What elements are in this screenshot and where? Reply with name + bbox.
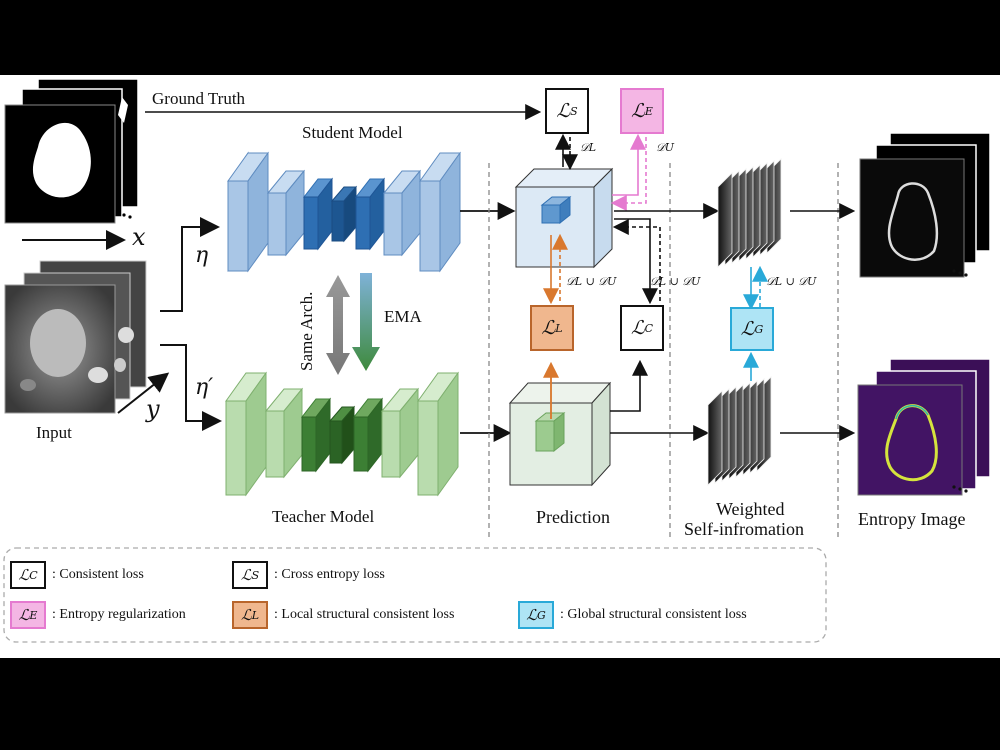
prediction-label: Prediction [536, 507, 610, 527]
tag-du: 𝒟U [656, 141, 675, 154]
legend-cross-entropy-text: : Cross entropy loss [274, 567, 385, 582]
input-label: Input [36, 423, 72, 442]
tag-dl-du-consistent: 𝒟L ∪ 𝒟U [650, 275, 701, 288]
ema-label: EMA [384, 307, 422, 326]
same-arch-arrow [326, 275, 350, 375]
teacher-model-blocks [225, 371, 459, 497]
student-model-blocks [227, 151, 461, 273]
tag-dl-du-global: 𝒟L ∪ 𝒟U [766, 275, 817, 288]
tag-dl-du-local: 𝒟L ∪ 𝒟U [566, 275, 617, 288]
self-information-label: Self-infromation [684, 519, 804, 539]
legend-consistent-text: : Consistent loss [52, 567, 144, 582]
ema-arrow [352, 273, 380, 371]
entropy-image-stack-top [859, 132, 991, 278]
legend-local-text: : Local structural consistent loss [274, 607, 455, 622]
self-info-stack-top [717, 158, 782, 268]
same-arch-label: Same Arch. [297, 291, 316, 371]
ground-truth-label: Ground Truth [152, 89, 246, 108]
tag-dl: 𝒟L [580, 141, 597, 154]
eta-label: η [195, 243, 209, 268]
legend-entropy-reg-text: : Entropy regularization [52, 607, 186, 622]
entropy-image-label: Entropy Image [858, 509, 966, 529]
ground-truth-stack [4, 78, 139, 224]
x-variable: x [132, 223, 146, 251]
diagram-graphics [3, 78, 991, 643]
student-model-label: Student Model [302, 123, 403, 142]
self-info-stack-bottom [707, 376, 772, 486]
input-ct-stack [4, 260, 147, 414]
entropy-image-stack-bottom [857, 358, 991, 496]
teacher-model-label: Teacher Model [272, 507, 375, 526]
self-info-slice [717, 172, 733, 268]
weighted-label: Weighted [716, 499, 785, 519]
student-prediction-cube [514, 167, 614, 269]
self-info-slice [707, 390, 723, 486]
eta-prime-label: η′ [195, 375, 214, 400]
legend-global-text: : Global structural consistent loss [560, 607, 747, 622]
y-variable: y [146, 395, 160, 423]
teacher-prediction-cube [508, 381, 612, 487]
diagram-panel: Ground Truth Student Model Teacher Model… [0, 75, 1000, 658]
